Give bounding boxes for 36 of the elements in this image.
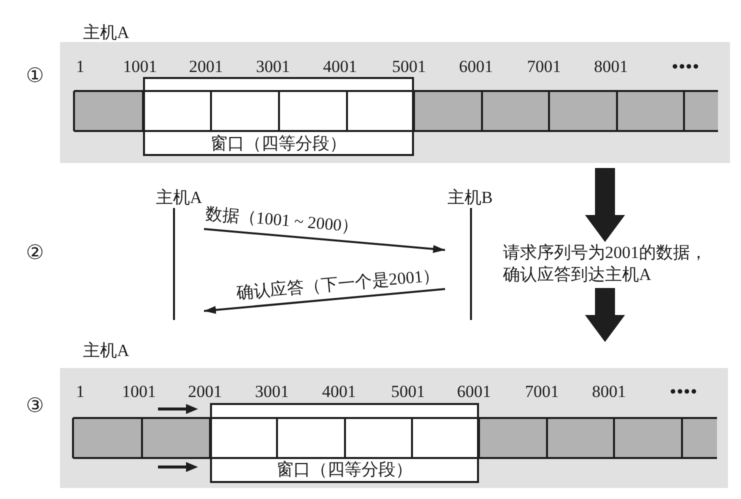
sequence-number: 2001 <box>188 382 222 400</box>
sequence-number: 8001 <box>592 382 626 400</box>
sequence-number: 3001 <box>256 58 290 74</box>
arrow <box>204 288 446 314</box>
step-number: ② <box>26 243 44 263</box>
host-label: 主机A <box>156 189 202 206</box>
sequence-number: 1001 <box>123 58 157 74</box>
step-number: ① <box>26 66 44 86</box>
note-text: 请求序列号为2001的数据，确认应答到达主机A <box>503 242 708 286</box>
sequence-number: 7001 <box>525 382 559 400</box>
step-number: ③ <box>26 396 44 416</box>
window-label: 窗口（四等分段） <box>210 135 346 152</box>
ellipsis-dots: •••• <box>670 382 698 400</box>
ellipsis-dots: •••• <box>672 58 700 74</box>
arrow <box>204 228 446 253</box>
sequence-number: 8001 <box>594 58 628 74</box>
panel-heading: 主机A <box>83 342 130 359</box>
block-arrow <box>585 288 625 342</box>
sequence-number: 2001 <box>189 58 223 74</box>
sequence-number: 6001 <box>457 382 491 400</box>
sequence-number: 1 <box>76 58 84 74</box>
sequence-number: 3001 <box>255 382 289 400</box>
sequence-number: 5001 <box>392 58 426 74</box>
host-label: 主机B <box>447 189 493 206</box>
block-arrow <box>585 168 625 242</box>
sequence-number: 6001 <box>459 58 493 74</box>
sequence-number: 1 <box>76 382 84 400</box>
sequence-number: 4001 <box>323 58 357 74</box>
sequence-number: 4001 <box>322 382 356 400</box>
window-box <box>210 403 479 483</box>
window-box <box>143 77 414 156</box>
sequence-number: 7001 <box>527 58 561 74</box>
window-label: 窗口（四等分段） <box>276 461 412 478</box>
sequence-number: 1001 <box>122 382 156 400</box>
sequence-number: 5001 <box>391 382 425 400</box>
panel-heading: 主机A <box>83 24 130 41</box>
